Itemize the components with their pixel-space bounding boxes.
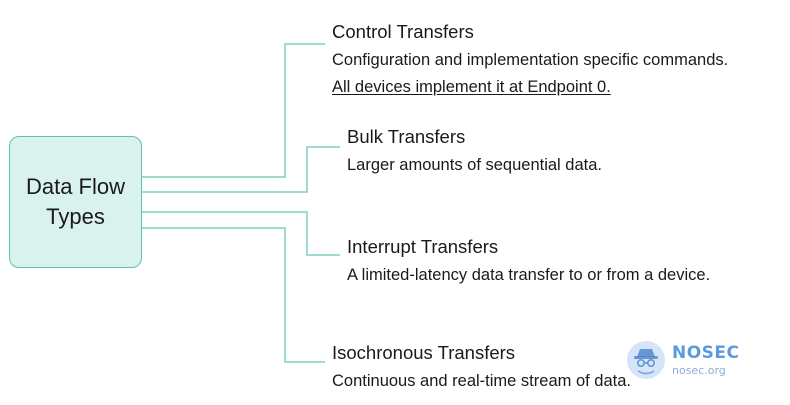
connector-isochronous bbox=[142, 227, 325, 363]
root-node-line-1: Data Flow bbox=[25, 174, 126, 199]
spy-hat-logo-icon bbox=[627, 341, 665, 379]
watermark: NOSEC nosec.org bbox=[626, 336, 746, 384]
watermark-brand: NOSEC bbox=[672, 342, 740, 363]
watermark-url: nosec.org bbox=[672, 363, 726, 377]
node-control-transfers: Control Transfers Configuration and impl… bbox=[332, 21, 728, 104]
root-node-data-flow-types: Data Flow Types bbox=[9, 136, 142, 268]
connector-bulk bbox=[142, 146, 340, 193]
node-isochronous-transfers: Isochronous Transfers Continuous and rea… bbox=[332, 342, 631, 398]
node-description-underlined: All devices implement it at Endpoint 0. bbox=[332, 78, 611, 96]
connector-interrupt bbox=[142, 211, 340, 256]
node-interrupt-transfers: Interrupt Transfers A limited-latency da… bbox=[347, 236, 710, 292]
node-bulk-transfers: Bulk Transfers Larger amounts of sequent… bbox=[347, 126, 602, 182]
root-node-line-2: Types bbox=[46, 204, 105, 229]
node-description: Larger amounts of sequential data. bbox=[347, 156, 603, 174]
node-title: Interrupt Transfers bbox=[347, 236, 499, 257]
node-description: Continuous and real-time stream of data. bbox=[332, 372, 631, 390]
node-description: A limited-latency data transfer to or fr… bbox=[347, 266, 711, 284]
node-title: Isochronous Transfers bbox=[332, 342, 516, 363]
node-title: Bulk Transfers bbox=[347, 126, 466, 147]
connector-control bbox=[142, 43, 325, 178]
node-title: Control Transfers bbox=[332, 21, 474, 42]
node-description: Configuration and implementation specifi… bbox=[332, 51, 729, 69]
